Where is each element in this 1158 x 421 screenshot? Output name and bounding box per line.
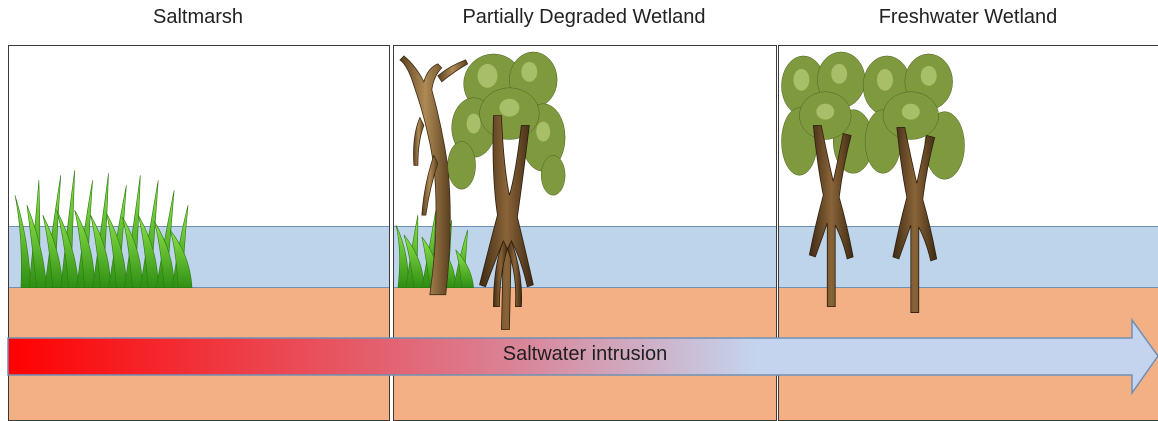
freshwater-panel [778,45,1158,421]
saltmarsh-panel [8,45,390,421]
saltmarsh-title: Saltmarsh [8,6,388,29]
freshwater-wetland-title: Freshwater Wetland [778,6,1158,29]
freshwater-scene [779,46,1158,420]
grass-icon [9,46,389,420]
tree-icon [782,52,874,307]
tree-icon [863,54,964,313]
partially-degraded-wetland-title: Partially Degraded Wetland [393,6,775,29]
saltwater-intrusion-label: Saltwater intrusion [430,343,740,366]
